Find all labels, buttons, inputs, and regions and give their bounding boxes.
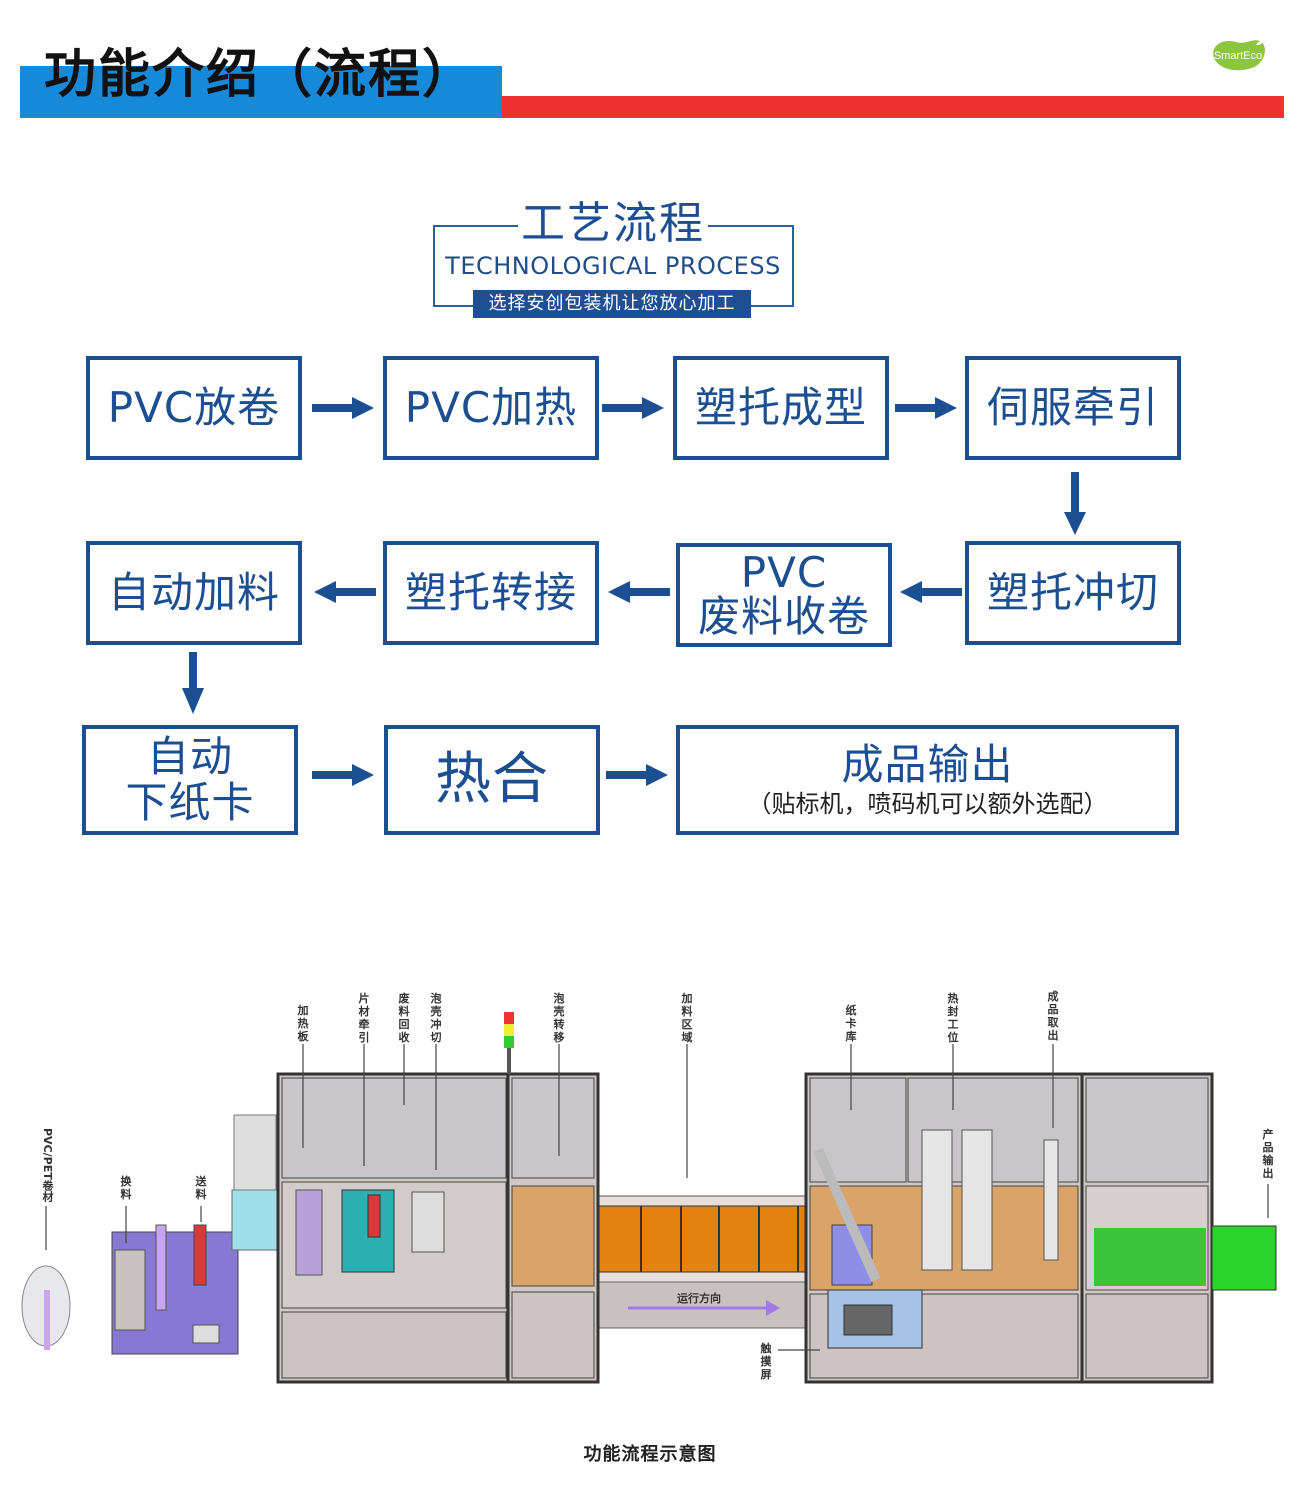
step-label-line1: PVC <box>740 548 828 597</box>
control-box <box>192 1324 220 1344</box>
touch-screen-display <box>843 1304 893 1336</box>
step-note: （贴标机，喷码机可以额外选配） <box>747 790 1108 818</box>
signal-light-green <box>504 1036 514 1048</box>
transfer-base <box>511 1291 595 1379</box>
pickup-unit <box>1043 1139 1059 1261</box>
step-label: 塑托成型 <box>694 383 867 432</box>
flow-step-product-output: 成品输出 （贴标机，喷码机可以额外选配） <box>676 725 1179 835</box>
label-waste-recovery: 废料回收 <box>398 992 410 1044</box>
flow-step-tray-forming: 塑托成型 <box>673 356 889 460</box>
label-product-pickup: 成品取出 <box>1047 990 1059 1042</box>
frame-line-right <box>708 225 792 227</box>
label-run-direction: 运行方向 <box>677 1292 721 1305</box>
label-blister-transfer: 泡壳转移 <box>553 992 565 1044</box>
label-blister-punch: 泡壳冲切 <box>430 992 442 1044</box>
forming-base <box>281 1311 507 1379</box>
arrow-right-icon <box>895 397 957 419</box>
header-red-bar <box>502 96 1284 118</box>
label-heating-plate: 加热板 <box>297 1004 309 1043</box>
material-change-unit <box>114 1249 146 1331</box>
step-label: 伺服牵引 <box>986 383 1159 432</box>
arrow-right-icon <box>312 397 374 419</box>
arrow-down-icon <box>1064 472 1086 535</box>
page-title: 功能介绍（流程） <box>44 45 477 105</box>
arrow-down-icon <box>182 652 204 714</box>
signal-light-yellow <box>504 1024 514 1036</box>
step-label: PVC加热 <box>404 383 578 432</box>
feed-cylinder <box>193 1224 207 1286</box>
flow-step-heat-sealing: 热合 <box>384 725 600 835</box>
forming-upper-window <box>281 1077 507 1179</box>
step-label-line2: 下纸卡 <box>125 778 255 827</box>
touch-screen-arm <box>813 1147 881 1283</box>
header-blue-bar <box>20 66 502 118</box>
label-pvc-pet-roll: PVC/PET卷材 <box>41 1128 54 1202</box>
step-label: 热合 <box>435 747 549 812</box>
flow-step-auto-feeding: 自动加料 <box>86 541 302 645</box>
arrow-right-icon <box>602 397 664 419</box>
output-conveyor <box>1211 1225 1277 1291</box>
output-product <box>1094 1228 1206 1286</box>
label-touch-screen: 触摸屏 <box>760 1342 772 1381</box>
label-product-output: 产品输出 <box>1262 1128 1274 1180</box>
transfer-lower-window <box>511 1185 595 1287</box>
process-title-cn: 工艺流程 <box>521 198 705 249</box>
forming-cylinder <box>367 1194 381 1238</box>
arrow-left-icon <box>608 581 670 603</box>
label-pointers <box>45 1044 1269 1351</box>
step-label-line2: 废料收卷 <box>697 592 870 641</box>
label-feeding-area: 加料区域 <box>681 992 693 1044</box>
step-label-line1: 自动 <box>146 732 233 781</box>
process-slogan: 选择安创包装机让您放心加工 <box>473 290 751 318</box>
flow-step-pvc-waste-rewind: PVC 废料收卷 <box>676 543 892 647</box>
label-change-material: 换料 <box>120 1175 132 1201</box>
flow-step-pvc-heating: PVC加热 <box>383 356 599 460</box>
arrow-right-icon <box>606 764 668 786</box>
flow-step-pvc-unwind: PVC放卷 <box>86 356 302 460</box>
output-upper-window <box>1085 1077 1209 1183</box>
transfer-upper-window <box>511 1077 595 1179</box>
process-title-en: TECHNOLOGICAL PROCESS <box>445 252 781 280</box>
heater-cover <box>231 1189 279 1251</box>
step-label: 塑托冲切 <box>986 568 1159 617</box>
feed-roller <box>155 1224 167 1311</box>
heat-seal-head-1 <box>921 1129 953 1271</box>
arrow-right-icon <box>312 764 374 786</box>
smarteco-logo: SmartEco <box>1213 40 1265 71</box>
roll-shaft <box>44 1290 50 1350</box>
arrow-left-icon <box>314 581 376 603</box>
step-label: 自动加料 <box>107 568 280 617</box>
punch-unit <box>411 1191 445 1253</box>
diagram-caption: 功能流程示意图 <box>583 1444 717 1465</box>
flow-step-tray-punching: 塑托冲切 <box>965 541 1181 645</box>
label-sheet-traction: 片材牵引 <box>358 992 370 1044</box>
leaf-icon <box>1256 40 1263 46</box>
step-label: 塑托转接 <box>404 568 577 617</box>
heating-plate <box>295 1189 323 1276</box>
flow-step-servo-traction: 伺服牵引 <box>965 356 1181 460</box>
step-label: 成品输出 <box>841 740 1014 789</box>
signal-light-red <box>504 1012 514 1024</box>
sheet-guide <box>233 1114 277 1191</box>
heat-seal-head-2 <box>961 1129 993 1271</box>
signal-pole <box>507 1048 511 1074</box>
label-card-magazine: 纸卡库 <box>845 1004 857 1043</box>
flow-step-auto-card-drop: 自动 下纸卡 <box>82 725 298 835</box>
tray-slots <box>640 1206 799 1272</box>
arrow-left-icon <box>900 581 962 603</box>
logo-text: SmartEco <box>1214 50 1262 62</box>
step-label: PVC放卷 <box>107 383 281 432</box>
machine-illustration <box>21 1012 1277 1384</box>
label-feed: 送料 <box>195 1175 207 1201</box>
label-heat-seal-station: 热封工位 <box>947 992 959 1044</box>
flow-step-tray-transfer: 塑托转接 <box>383 541 599 645</box>
run-direction-arrow-head <box>766 1300 780 1316</box>
conveyor-trays <box>596 1205 808 1273</box>
output-base <box>1085 1293 1209 1379</box>
frame-line-left <box>433 225 518 227</box>
